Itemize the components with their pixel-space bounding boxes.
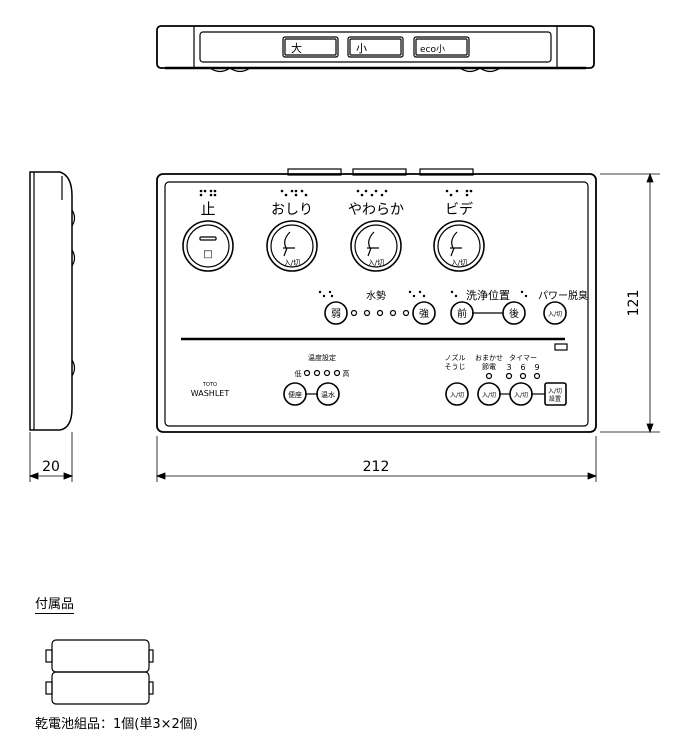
water-temp-button[interactable] [316, 382, 340, 406]
side-view [29, 171, 76, 431]
dimension-labels: 20 212 121 [42, 290, 642, 475]
omakase-button-label: 入/切 [482, 392, 496, 399]
deodorize-button-label: 入/切 [548, 311, 562, 318]
battery-caption: 乾電池組品：1個(単3×2個) [35, 717, 198, 732]
rear-wash-label: おしり [271, 202, 313, 218]
top-button-large[interactable] [282, 36, 339, 58]
soft-wash-label: やわらか [348, 202, 404, 218]
water-weak-label: 弱 [331, 308, 341, 320]
position-back-label: 後 [509, 307, 519, 320]
omakase-line2: 節電 [482, 362, 496, 371]
timer-button-label: 入/切 [514, 392, 528, 399]
battery-illustration [45, 639, 154, 705]
stop-button[interactable] [182, 220, 234, 272]
omakase-line1: おまかせ [475, 354, 503, 362]
water-force-indicators [350, 309, 410, 317]
seat-temp-button[interactable] [283, 382, 307, 406]
timer-title: タイマー [509, 353, 537, 362]
accessories-title: 付属品 [35, 597, 75, 614]
temp-high-label: 高 [343, 369, 350, 378]
bidet-button[interactable] [433, 220, 485, 272]
braille-dots [199, 189, 528, 298]
timer-value-3: 3 [506, 363, 511, 372]
brand-name: WASHLET [191, 389, 230, 398]
water-strong-button[interactable] [412, 301, 436, 325]
bidet-inner: 入/切 [451, 259, 467, 267]
omakase-eco-button[interactable] [477, 382, 501, 406]
height-dimension: 121 [626, 290, 642, 317]
top-button-labels: 大 小 eco小 [291, 41, 445, 55]
temperature-title: 温度設定 [308, 353, 336, 362]
nozzle-clean-button[interactable] [445, 382, 469, 406]
seat-temp-label: 便座 [288, 390, 302, 399]
position-title: 洗浄位置 [466, 288, 510, 302]
rear-wash-inner: 入/切 [284, 259, 300, 267]
brand-top: TOTO [202, 382, 217, 388]
temp-low-label: 低 [295, 369, 302, 378]
soft-wash-inner: 入/切 [368, 259, 384, 267]
top-label-large: 大 [291, 41, 302, 55]
deodorize-title: パワー脱臭 [538, 289, 588, 302]
stop-label: 止 [200, 200, 215, 218]
water-weak-button[interactable] [324, 301, 348, 325]
large-button-labels: 止 □ おしり 入/切 やわらか 入/切 ビデ 入/切 [200, 200, 473, 267]
water-temp-label: 温水 [321, 390, 335, 399]
position-front-label: 前 [457, 307, 467, 320]
nozzle-button-label: 入/切 [450, 392, 464, 399]
small-button-labels: 水勢 弱 強 洗浄位置 前 後 パワー脱臭 入/切 温度設定 低 高 便座 温水… [191, 288, 588, 403]
top-label-eco: eco小 [420, 44, 445, 55]
position-back-button[interactable] [502, 301, 526, 325]
rear-wash-button[interactable] [266, 220, 318, 272]
width-dimension: 212 [363, 459, 390, 475]
water-strong-label: 強 [419, 307, 429, 320]
dimension-lines [28, 172, 660, 482]
nozzle-line2: そうじ [445, 363, 466, 371]
water-force-title: 水勢 [366, 289, 386, 302]
timer-value-9: 9 [534, 363, 539, 372]
position-front-button[interactable] [450, 301, 474, 325]
top-label-small: 小 [356, 42, 367, 55]
top-button-eco-small[interactable] [413, 36, 470, 58]
timer-button[interactable] [509, 382, 533, 406]
setting-button[interactable] [544, 382, 567, 406]
bidet-label: ビデ [445, 201, 473, 218]
front-panel [156, 168, 597, 433]
top-button-small[interactable] [347, 36, 404, 58]
nozzle-line1: ノズル [445, 353, 466, 362]
temperature-indicators [303, 369, 341, 377]
soft-wash-button[interactable] [350, 220, 402, 272]
top-view [156, 25, 595, 73]
setting-line2: 設置 [549, 395, 561, 403]
deodorize-button[interactable] [543, 301, 567, 325]
setting-line1: 入/切 [548, 388, 562, 395]
depth-dimension: 20 [42, 459, 60, 475]
timer-value-6: 6 [520, 363, 525, 372]
stop-inner: □ [203, 249, 212, 260]
